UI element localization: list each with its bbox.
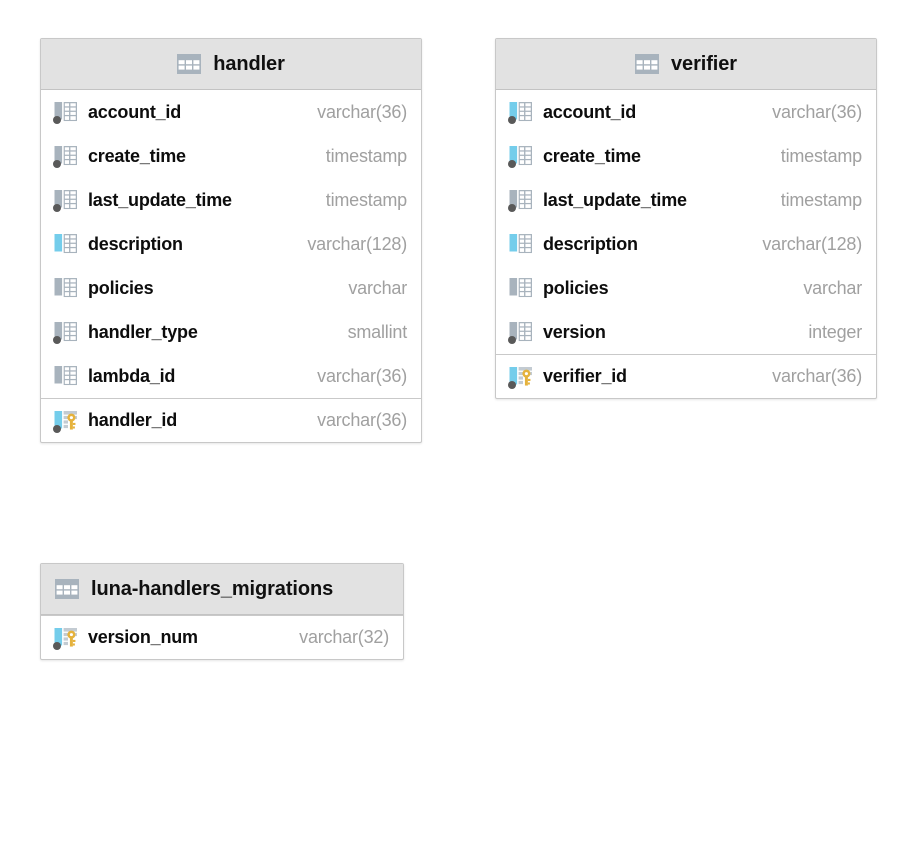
column-name: policies xyxy=(543,277,609,298)
table-columns-list: account_id varchar(36) create_time timestam… xyxy=(41,90,421,442)
column-icon xyxy=(53,190,79,212)
column-row[interactable]: last_update_time timestamp xyxy=(496,178,876,222)
column-name: description xyxy=(543,233,638,254)
column-type: varchar(128) xyxy=(307,233,407,254)
column-type: smallint xyxy=(347,321,408,342)
column-icon xyxy=(54,278,79,301)
column-row[interactable]: description varchar(128) xyxy=(41,222,421,266)
column-name: handler_id xyxy=(88,410,178,430)
column-type: varchar(36) xyxy=(772,101,862,122)
column-icon xyxy=(54,234,79,257)
column-type: varchar xyxy=(803,277,862,298)
table-grid-icon xyxy=(177,54,201,74)
column-icon xyxy=(508,190,534,212)
column-name: create_time xyxy=(88,145,186,166)
column-icon xyxy=(509,278,534,301)
db-table-card[interactable]: verifier account_id varchar(36) create_time… xyxy=(495,38,877,399)
column-name: handler_type xyxy=(88,321,198,342)
column-name: description xyxy=(88,233,183,254)
column-row[interactable]: lambda_id varchar(36) xyxy=(41,354,421,398)
column-icon xyxy=(53,146,79,168)
table-name: verifier xyxy=(671,52,737,75)
column-row[interactable]: account_id varchar(36) xyxy=(496,90,876,134)
column-icon xyxy=(53,102,79,124)
column-icon xyxy=(508,322,534,344)
primary-key-icon xyxy=(53,627,77,650)
column-name: verifier_id xyxy=(543,366,627,386)
column-row[interactable]: version integer xyxy=(496,310,876,354)
column-type: timestamp xyxy=(780,145,862,166)
column-row[interactable]: policies varchar xyxy=(41,266,421,310)
column-type: integer xyxy=(808,321,862,342)
column-name: account_id xyxy=(543,101,637,122)
primary-key-icon xyxy=(53,410,77,433)
table-header[interactable]: luna-handlers_migrations xyxy=(41,564,403,615)
column-row[interactable]: handler_type smallint xyxy=(41,310,421,354)
column-icon xyxy=(54,366,79,389)
column-row[interactable]: create_time timestamp xyxy=(496,134,876,178)
column-type: varchar(128) xyxy=(762,233,862,254)
primary-key-row[interactable]: verifier_id varchar(36) xyxy=(496,354,876,398)
column-type: timestamp xyxy=(325,189,407,210)
column-name: last_update_time xyxy=(543,189,687,210)
column-name: create_time xyxy=(543,145,641,166)
column-row[interactable]: account_id varchar(36) xyxy=(41,90,421,134)
column-row[interactable]: policies varchar xyxy=(496,266,876,310)
primary-key-row[interactable]: handler_id varchar(36) xyxy=(41,398,421,442)
column-name: lambda_id xyxy=(88,365,176,386)
column-type: varchar xyxy=(348,277,407,298)
primary-key-row[interactable]: version_num varchar(32) xyxy=(41,615,403,659)
column-icon xyxy=(509,234,534,257)
primary-key-icon xyxy=(508,366,532,389)
column-name: version xyxy=(543,321,606,342)
table-header[interactable]: verifier xyxy=(496,39,876,90)
column-type: varchar(32) xyxy=(299,627,389,647)
column-row[interactable]: create_time timestamp xyxy=(41,134,421,178)
table-name: handler xyxy=(213,52,285,75)
db-table-card[interactable]: luna-handlers_migrations version_num varch… xyxy=(40,563,404,660)
column-icon xyxy=(508,146,534,168)
column-type: varchar(36) xyxy=(772,366,862,386)
table-name: luna-handlers_migrations xyxy=(91,577,334,600)
column-type: timestamp xyxy=(780,189,862,210)
table-header[interactable]: handler xyxy=(41,39,421,90)
column-type: varchar(36) xyxy=(317,365,407,386)
table-columns-list: account_id varchar(36) create_time timestam… xyxy=(496,90,876,398)
column-type: timestamp xyxy=(325,145,407,166)
column-name: version_num xyxy=(88,627,198,647)
column-icon xyxy=(508,102,534,124)
table-grid-icon xyxy=(635,54,659,74)
column-name: policies xyxy=(88,277,154,298)
column-name: last_update_time xyxy=(88,189,232,210)
column-row[interactable]: description varchar(128) xyxy=(496,222,876,266)
column-icon xyxy=(53,322,79,344)
table-columns-list: version_num varchar(32) xyxy=(41,615,403,659)
column-type: varchar(36) xyxy=(317,410,407,430)
table-grid-icon xyxy=(55,579,79,599)
column-type: varchar(36) xyxy=(317,101,407,122)
column-row[interactable]: last_update_time timestamp xyxy=(41,178,421,222)
column-name: account_id xyxy=(88,101,182,122)
